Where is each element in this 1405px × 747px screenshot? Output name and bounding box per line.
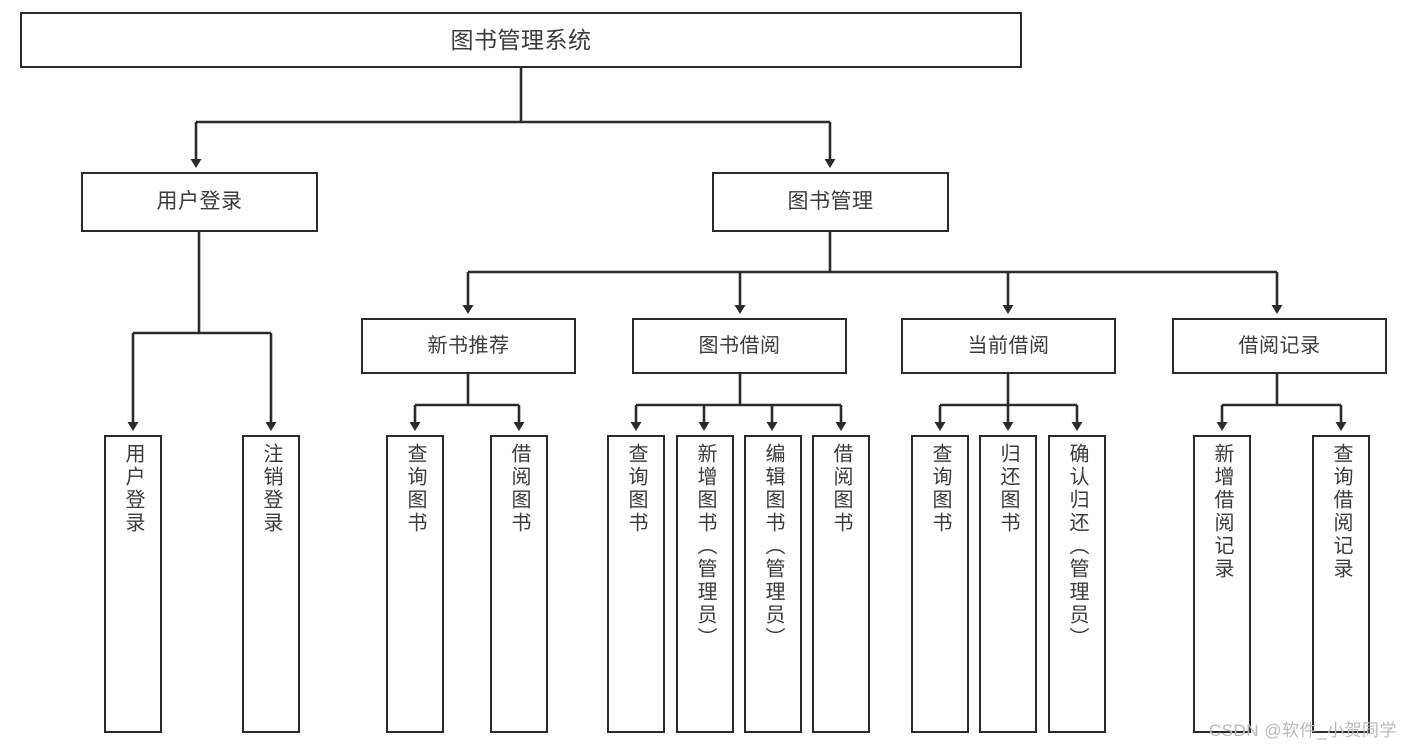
node-book-management[interactable]: 图书管理 [712,172,949,232]
node-label: 借阅记录 [1238,334,1321,357]
node-label: 新增借阅记录 [1211,443,1233,581]
node-label: 查询图书 [404,443,426,535]
node-label: 注销登录 [260,443,282,535]
node-label: 查询图书 [625,443,647,535]
node-borrow-records[interactable]: 借阅记录 [1172,318,1387,374]
node-book-borrowing[interactable]: 图书借阅 [632,318,847,374]
node-label: 用户登录 [156,189,243,213]
node-label: 图书管理系统 [450,26,592,53]
leaf-book-borrow-edit-book-admin[interactable]: 编辑图书（管理员） [744,435,802,733]
node-label: 图书管理 [787,189,874,213]
leaf-current-borrow-confirm-return-admin[interactable]: 确认归还（管理员） [1048,435,1106,733]
node-label: 用户登录 [122,443,144,535]
leaf-user-login-login[interactable]: 用户登录 [104,435,162,733]
node-label: 当前借阅 [967,334,1050,357]
node-label: 确认归还（管理员） [1066,443,1088,650]
leaf-user-login-logout[interactable]: 注销登录 [242,435,300,733]
node-label: 借阅图书 [830,443,852,535]
leaf-book-borrow-query-books[interactable]: 查询图书 [607,435,665,733]
leaf-new-book-borrow-books[interactable]: 借阅图书 [490,435,548,733]
node-root-book-management-system[interactable]: 图书管理系统 [20,12,1022,68]
node-label: 查询借阅记录 [1330,443,1352,581]
node-current-borrowing[interactable]: 当前借阅 [901,318,1116,374]
node-label: 借阅图书 [508,443,530,535]
node-label: 图书借阅 [698,334,781,357]
node-new-book-recommendation[interactable]: 新书推荐 [361,318,576,374]
node-label: 归还图书 [997,443,1019,535]
node-label: 新书推荐 [427,334,510,357]
node-user-login[interactable]: 用户登录 [81,172,318,232]
leaf-current-borrow-query-books[interactable]: 查询图书 [911,435,969,733]
leaf-borrow-record-query-record[interactable]: 查询借阅记录 [1312,435,1370,733]
node-label: 新增图书（管理员） [694,443,716,650]
leaf-book-borrow-add-book-admin[interactable]: 新增图书（管理员） [676,435,734,733]
watermark: CSDN @软件_小贺同学 [1208,721,1397,740]
leaf-current-borrow-return-books[interactable]: 归还图书 [979,435,1037,733]
leaf-new-book-query-books[interactable]: 查询图书 [386,435,444,733]
leaf-book-borrow-borrow-books[interactable]: 借阅图书 [812,435,870,733]
node-label: 查询图书 [929,443,951,535]
leaf-borrow-record-add-record[interactable]: 新增借阅记录 [1193,435,1251,733]
node-label: 编辑图书（管理员） [762,443,784,650]
